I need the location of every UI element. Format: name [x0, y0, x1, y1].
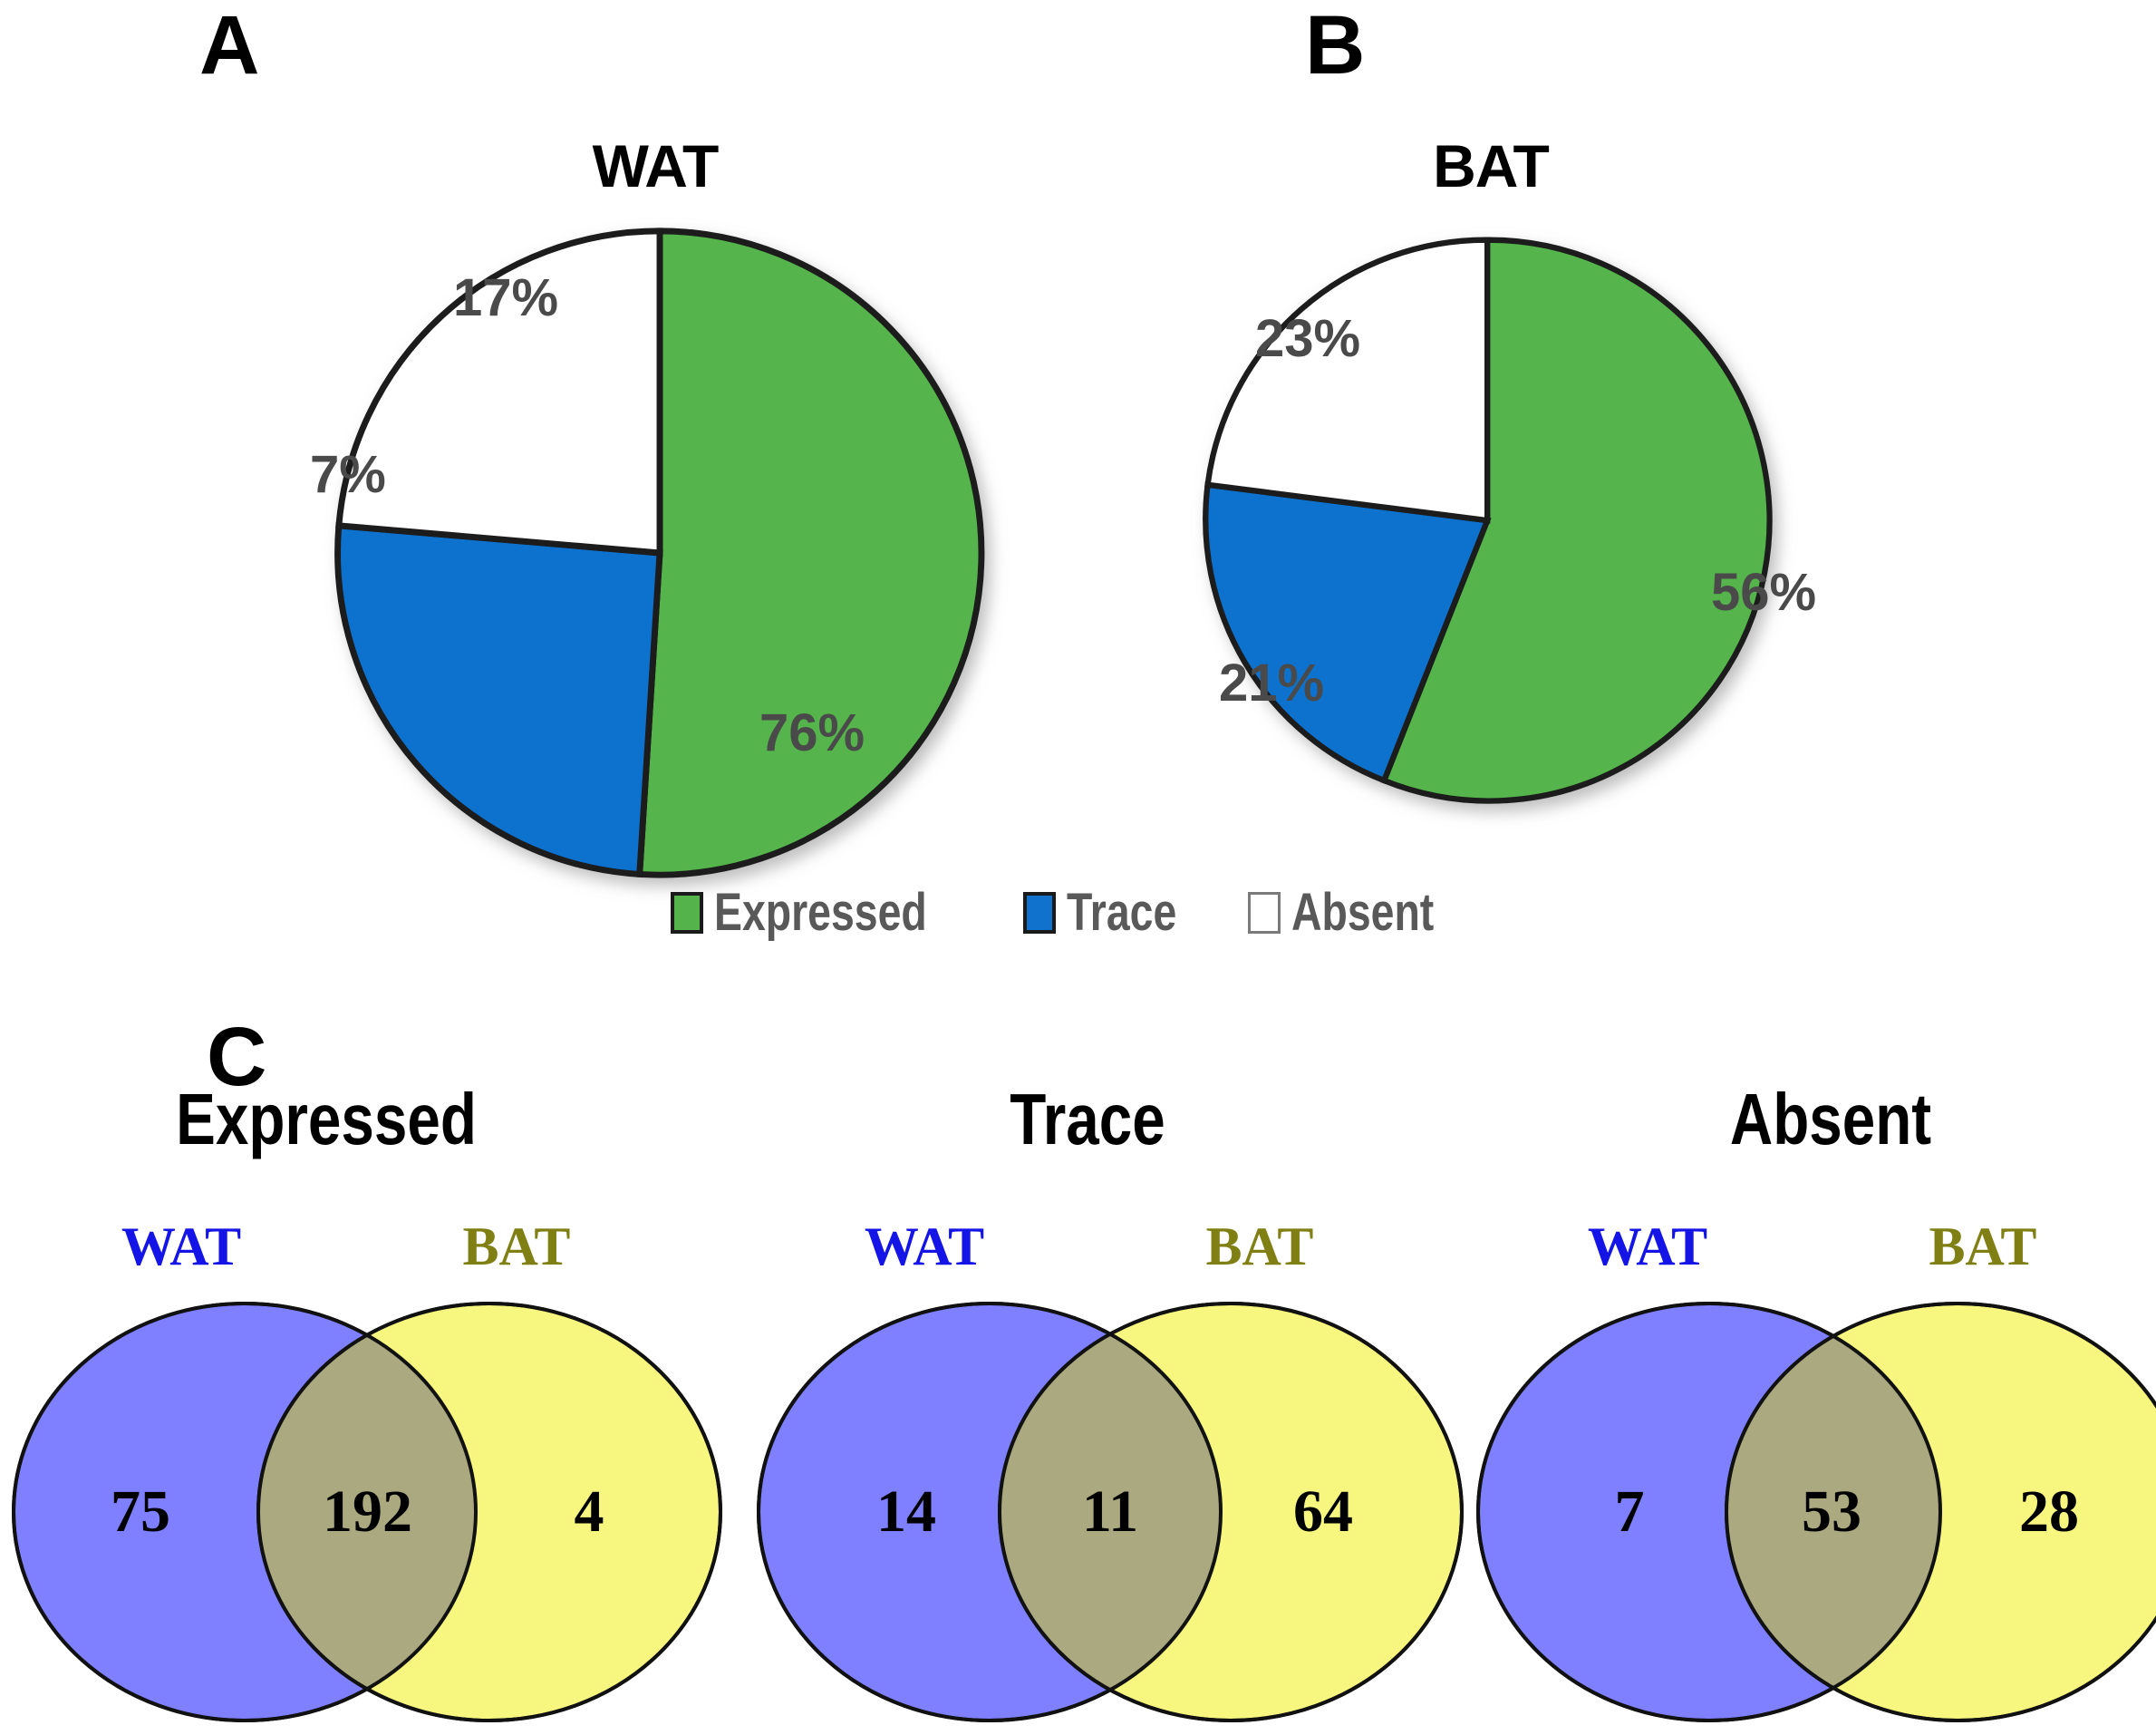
venn-diagram-absent: WAT BAT 7 53 28: [1475, 1219, 2156, 1727]
venn-trace-count-wat-only: 14: [876, 1478, 936, 1545]
bat-pie-svg: [1203, 237, 1773, 804]
venn-heading-absent: Absent: [1729, 1079, 1932, 1159]
venn-absent-outline-bat: [1725, 1302, 2156, 1722]
venn-absent-count-bat-only: 28: [2019, 1478, 2079, 1545]
wat-slice-expressed: [636, 228, 985, 878]
green-square-swatch-icon: [671, 892, 703, 934]
bat-pie-title: BAT: [1433, 132, 1550, 199]
venn-absent-count-intersection: 53: [1802, 1478, 1861, 1545]
panel-letter-c: C: [207, 1011, 267, 1103]
venn-expressed-svg: [12, 1302, 722, 1722]
venn-trace-overlap: [1000, 1304, 1221, 1720]
venn-expressed-label-bat: BAT: [462, 1216, 571, 1276]
bat-pct-label-trace: 21%: [1219, 654, 1325, 712]
venn-trace-count-bat-only: 64: [1293, 1478, 1353, 1545]
wat-slice-absent: [335, 228, 663, 557]
legend-label-absent: Absent: [1291, 883, 1435, 942]
venn-diagram-expressed: WAT BAT 75 192 4: [9, 1219, 725, 1727]
blue-square-swatch-icon: [1023, 892, 1057, 934]
legend-label-trace: Trace: [1067, 883, 1177, 942]
venn-absent-overlap: [1726, 1304, 1940, 1720]
venn-trace-count-intersection: 11: [1081, 1478, 1139, 1545]
wat-pie-svg: [334, 228, 985, 878]
pie-legend: Expressed Trace Absent: [671, 887, 1470, 939]
bat-slice-absent: [1204, 237, 1491, 524]
wat-pct-label-trace: 7%: [310, 445, 386, 504]
venn-heading-expressed: Expressed: [176, 1079, 477, 1159]
venn-trace-label-wat: WAT: [864, 1216, 985, 1276]
venn-absent-count-wat-only: 7: [1614, 1478, 1645, 1545]
bat-slice-trace: [1203, 481, 1492, 785]
venn-absent-svg: [1476, 1302, 2156, 1722]
wat-pct-label-expressed: 76%: [759, 703, 865, 762]
venn-expressed-count-intersection: 192: [323, 1478, 412, 1545]
venn-expressed-overlap: [258, 1304, 476, 1720]
legend-label-expressed: Expressed: [714, 883, 927, 942]
bat-pct-label-absent: 23%: [1255, 309, 1361, 368]
venn-trace-outline-bat: [998, 1302, 1464, 1722]
bat-slice-expressed: [1380, 237, 1773, 804]
venn-heading-trace: Trace: [1010, 1079, 1165, 1159]
legend-item-expressed: Expressed: [671, 887, 980, 939]
venn-expressed-label-wat: WAT: [121, 1216, 242, 1276]
venn-trace-label-bat: BAT: [1205, 1216, 1314, 1276]
venn-trace-outline-wat: [757, 1302, 1223, 1722]
panel-letter-a: A: [199, 0, 260, 92]
wat-pie-title: WAT: [592, 132, 720, 199]
legend-item-trace: Trace: [1023, 887, 1204, 939]
venn-diagram-trace: WAT BAT 14 11 64: [752, 1219, 1468, 1727]
bat-pct-label-expressed: 56%: [1711, 563, 1817, 622]
venn-absent-outline-wat: [1476, 1302, 1942, 1722]
panel-letter-b: B: [1305, 0, 1366, 92]
venn-absent-label-bat: BAT: [1929, 1216, 2037, 1276]
venn-expressed-outline-bat: [256, 1302, 722, 1722]
venn-trace-svg: [757, 1302, 1464, 1722]
wat-slice-trace: [334, 522, 663, 878]
wat-pct-label-absent: 17%: [453, 268, 559, 327]
venn-expressed-count-bat-only: 4: [574, 1478, 604, 1545]
white-square-swatch-icon: [1247, 892, 1281, 934]
wat-pie-chart: [329, 222, 991, 884]
venn-expressed-outline-wat: [12, 1302, 478, 1722]
legend-item-absent: Absent: [1247, 883, 1470, 942]
bat-pie-chart: [1198, 231, 1785, 819]
venn-absent-label-wat: WAT: [1587, 1216, 1708, 1276]
venn-expressed-count-wat-only: 75: [111, 1478, 170, 1545]
